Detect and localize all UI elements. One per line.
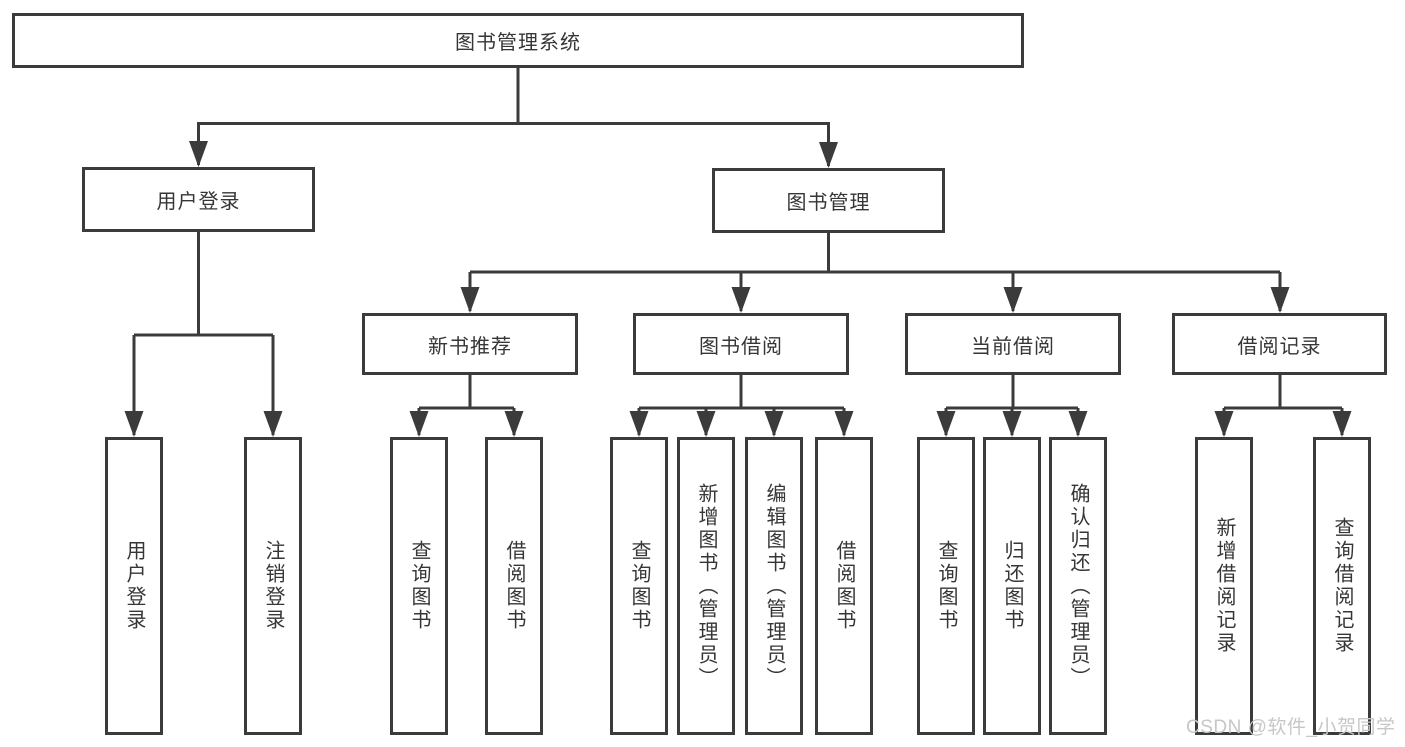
leaf-recommend-query-books: 查询图书 (390, 437, 448, 735)
leaf-user-login: 用户登录 (105, 437, 163, 735)
leaf-edit-books-admin: 编辑图书（管理员） (745, 437, 803, 735)
leaf-recommend-borrow-books: 借阅图书 (485, 437, 543, 735)
node-book-management: 图书管理 (712, 168, 945, 233)
leaf-add-borrow-record: 新增借阅记录 (1195, 437, 1253, 735)
node-new-book-recommend: 新书推荐 (362, 313, 578, 375)
node-borrowing-records: 借阅记录 (1172, 313, 1387, 375)
leaf-borrowing-query-books: 查询图书 (610, 437, 668, 735)
node-root-library-management-system: 图书管理系统 (12, 13, 1024, 68)
csdn-watermark: CSDN @软件_小贺同学 (1186, 717, 1396, 738)
leaf-logout: 注销登录 (244, 437, 302, 735)
node-user-login: 用户登录 (82, 167, 315, 232)
leaf-borrowing-borrow-books: 借阅图书 (815, 437, 873, 735)
leaf-add-books-admin: 新增图书（管理员） (677, 437, 735, 735)
arrowheads (124, 141, 1352, 437)
leaf-current-query-books: 查询图书 (917, 437, 975, 735)
node-current-borrowing: 当前借阅 (905, 313, 1121, 375)
leaf-query-borrow-record: 查询借阅记录 (1313, 437, 1371, 735)
connector-paths (132, 67, 1344, 435)
leaf-return-books: 归还图书 (983, 437, 1041, 735)
leaf-confirm-return-admin: 确认归还（管理员） (1049, 437, 1107, 735)
node-book-borrowing: 图书借阅 (633, 313, 849, 375)
